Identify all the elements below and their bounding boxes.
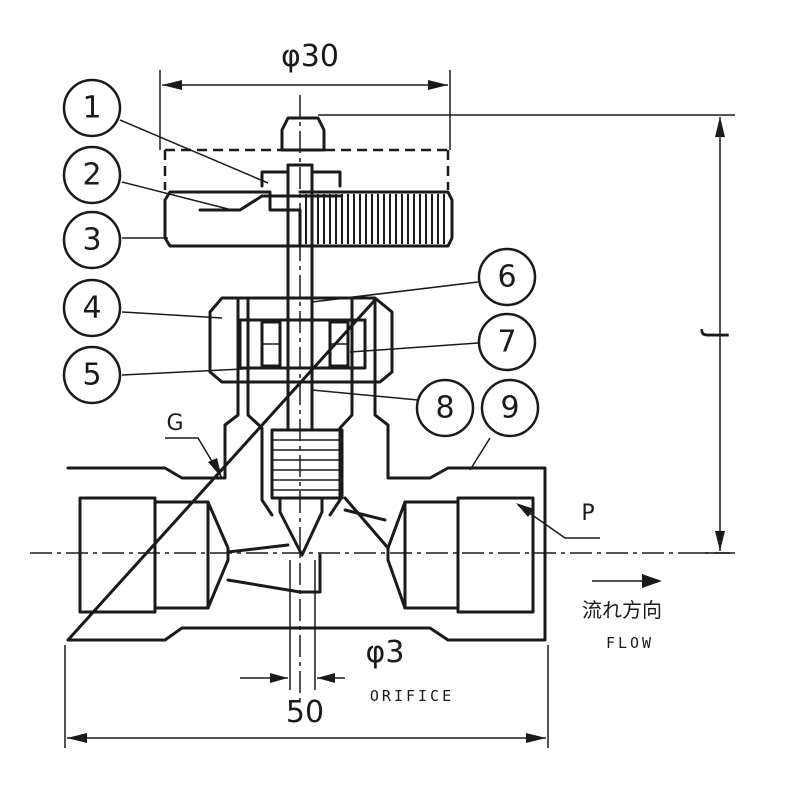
- height-label: J: [699, 329, 734, 340]
- callout-3: 3: [62, 210, 122, 270]
- svg-text:7: 7: [497, 325, 516, 360]
- svg-text:9: 9: [500, 391, 519, 426]
- port-thread-label: P: [581, 501, 594, 526]
- left-port-inner: [153, 500, 210, 610]
- left-port-cone: [206, 500, 230, 610]
- gauge-port-callout: G: [165, 411, 223, 479]
- right-port-bore: [456, 496, 535, 614]
- svg-text:5: 5: [82, 358, 101, 393]
- valve-stem: [270, 163, 344, 557]
- bonnet-inner-wall: [246, 298, 354, 517]
- handle-outline: [163, 190, 302, 248]
- dimension-orifice: φ3 ORIFICE: [240, 560, 454, 705]
- callout-8: 8: [415, 378, 475, 438]
- gland-nut: [208, 296, 394, 384]
- svg-text:6: 6: [497, 260, 516, 295]
- washer: [198, 194, 342, 212]
- callout-7: 7: [477, 312, 537, 372]
- handle-knob: [163, 116, 454, 248]
- handle-diameter-outline: [163, 148, 450, 190]
- svg-text:1: 1: [82, 91, 101, 126]
- gauge-port-label: G: [166, 411, 183, 436]
- callout-6: 6: [477, 247, 537, 307]
- gland-cavity: [238, 318, 367, 370]
- body-outline: [66, 298, 547, 642]
- handle-diameter-label: φ30: [281, 39, 339, 74]
- callout-4: 4: [62, 278, 122, 338]
- stem-thread: [270, 428, 344, 500]
- left-port-bore: [78, 496, 157, 614]
- needle-tip: [278, 496, 324, 557]
- callout-9: 9: [480, 378, 540, 438]
- callout-5: 5: [62, 345, 122, 405]
- right-port-cone: [386, 500, 407, 610]
- knurled-grip: [298, 190, 454, 248]
- orifice-diameter-label: φ3: [366, 635, 405, 670]
- callout-1: 1: [62, 78, 122, 138]
- callout-2: 2: [62, 145, 122, 205]
- svg-text:3: 3: [82, 223, 101, 258]
- gland-nut-outline: [208, 296, 394, 384]
- orifice-label: ORIFICE: [370, 687, 454, 705]
- flow-direction: 流れ方向 FLOW: [582, 574, 662, 652]
- outlet-passage: [343, 496, 390, 550]
- right-port-inner: [403, 500, 460, 610]
- dimension-height: J: [318, 114, 735, 554]
- thread-hatch: [272, 439, 342, 491]
- body-length-label: 50: [286, 695, 324, 730]
- flow-label-en: FLOW: [606, 634, 654, 652]
- dimension-body-length: 50: [64, 645, 549, 748]
- inlet-passage: [226, 543, 322, 594]
- svg-text:4: 4: [82, 291, 101, 326]
- callout-leaders: [119, 119, 491, 471]
- knurl-lines: [305, 194, 445, 244]
- flow-label-jp: 流れ方向: [582, 598, 662, 622]
- port-thread-callout: P: [516, 501, 600, 539]
- svg-text:8: 8: [435, 391, 454, 426]
- retaining-nut: [260, 170, 342, 188]
- dimension-handle-diameter: φ30: [159, 39, 451, 150]
- top-screw: [280, 116, 326, 152]
- valve-body: [66, 298, 547, 642]
- callout-bubbles: 1 2 3 4 5 6 7 8: [62, 78, 540, 438]
- svg-text:2: 2: [82, 158, 101, 193]
- flow-arrow-icon: [642, 574, 662, 588]
